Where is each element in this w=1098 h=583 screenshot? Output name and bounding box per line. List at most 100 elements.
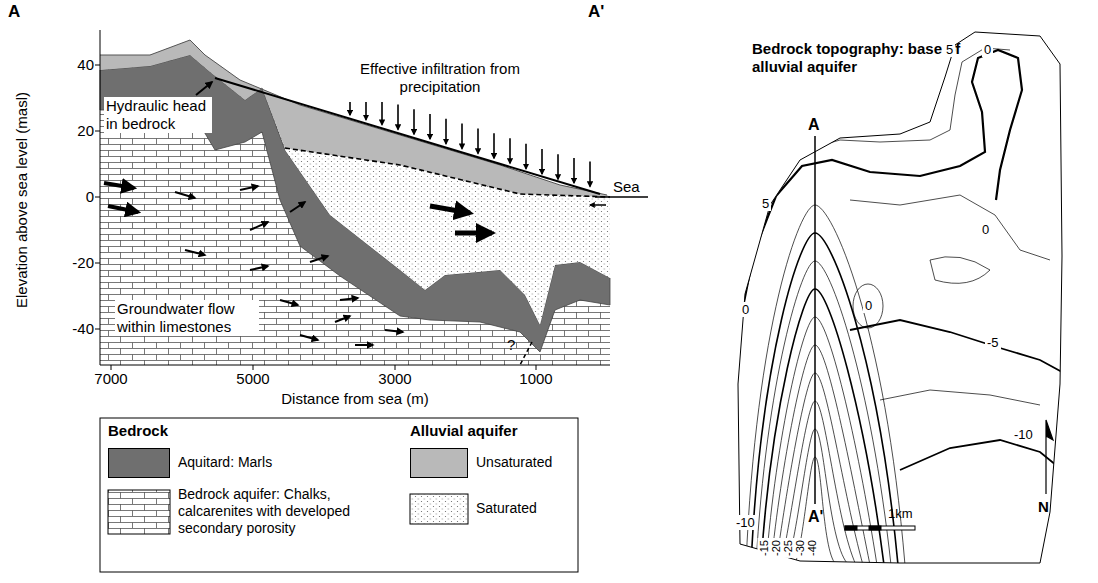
label: -10 (1012, 427, 1035, 442)
infiltration-arrow (461, 124, 463, 149)
flow-arrow (175, 192, 195, 198)
flow-arrow (185, 250, 205, 255)
infiltration-arrows (350, 102, 590, 186)
label: Effective infiltration from precipitatio… (340, 60, 540, 96)
label: -5 (985, 335, 1001, 350)
flow-arrow (340, 298, 358, 300)
contour-line (791, 457, 842, 566)
infiltration-arrow (381, 102, 383, 125)
contour-line (786, 429, 849, 565)
groundwater-arrows (104, 183, 492, 345)
label: 0 (740, 302, 751, 317)
flow-arrow (310, 256, 328, 262)
label: 1000 (511, 370, 561, 388)
contour-map (738, 32, 1062, 566)
flow-arrow (290, 202, 305, 212)
label: -40 (60, 320, 94, 338)
legend-text: Saturated (476, 500, 571, 517)
contour-line (761, 289, 884, 565)
label: 5 (760, 196, 771, 211)
contour-line (781, 401, 856, 565)
label: A' (588, 2, 604, 21)
flow-arrow (385, 330, 403, 332)
label: 0 (863, 298, 874, 313)
flow-arrow (300, 335, 318, 340)
flow-arrow (280, 300, 298, 305)
label: 40 (60, 56, 94, 74)
label: Sea (613, 178, 640, 196)
fault-line (520, 342, 532, 365)
hydraulic-head-line (215, 78, 600, 194)
infiltration-arrow (509, 138, 511, 163)
flow-arrow (108, 206, 138, 212)
contour-line (776, 373, 863, 565)
label: -10 (734, 515, 757, 530)
legend-text: Unsaturated (476, 454, 571, 471)
label: Alluvial aquifer (410, 422, 518, 440)
infiltration-arrow (477, 128, 479, 153)
flow-arrow (335, 316, 350, 322)
scale-bar (845, 526, 915, 530)
label: 5 (944, 42, 955, 57)
label: 0 (60, 188, 94, 206)
legend-frame (100, 418, 578, 572)
flow-arrow (104, 183, 134, 188)
label: 3000 (370, 370, 420, 388)
flow-arrow (590, 204, 606, 206)
axes (95, 30, 610, 370)
sea-level (595, 196, 648, 198)
contour-line-bold (900, 440, 1062, 470)
legend-pattern-swatch (410, 494, 468, 524)
unsaturated-alluvium (100, 40, 610, 197)
marl-layer (100, 55, 610, 352)
flow-arrow (430, 206, 470, 213)
label: A' (808, 508, 823, 526)
label: Bedrock (108, 422, 168, 440)
infiltration-arrow (429, 114, 431, 139)
map-outline (738, 32, 1062, 563)
infiltration-arrow (493, 133, 495, 158)
contour-line-bold (850, 320, 1062, 372)
infiltration-arrow (541, 149, 543, 174)
label: Elevation above sea level (masl) (13, 92, 31, 308)
flow-arrow (355, 344, 373, 346)
legend-swatch (410, 448, 468, 478)
flow-arrow (240, 186, 258, 190)
label: 20 (60, 122, 94, 140)
contour-line (751, 233, 898, 565)
flow-arrow (250, 266, 268, 270)
ground-surface (100, 40, 607, 195)
contour-line (850, 195, 1050, 260)
contour-line (756, 261, 891, 565)
infiltration-arrow (573, 158, 575, 183)
label: -20 (60, 254, 94, 272)
flow-arrow (250, 222, 268, 230)
label: Distance from sea (m) (255, 390, 455, 408)
contour-line (738, 48, 1010, 290)
label: 7000 (86, 370, 136, 388)
label: 0 (982, 42, 993, 57)
flow-arrow (455, 231, 492, 236)
label: -40 (806, 538, 819, 558)
legend-pattern-swatch (108, 490, 170, 534)
label: N (1038, 498, 1049, 516)
leader-arrow (196, 82, 212, 95)
legend-swatch (108, 448, 170, 478)
contour-line (853, 284, 883, 328)
label: Groundwater flow within limestones (115, 300, 259, 336)
contour-line (880, 257, 1040, 405)
contour-lines (746, 205, 905, 566)
section-line (814, 136, 816, 504)
infiltration-arrow (365, 102, 367, 120)
label: Hydraulic head in bedrock (104, 97, 212, 133)
label: Bedrock topography: base of alluvial aqu… (752, 40, 967, 76)
label: 0 (980, 222, 991, 237)
infiltration-arrow (397, 104, 399, 129)
infiltration-arrow (445, 119, 447, 144)
contour-line (746, 205, 905, 565)
cross-section (95, 30, 648, 370)
contour-line (771, 345, 870, 565)
infiltration-arrow (557, 154, 559, 179)
